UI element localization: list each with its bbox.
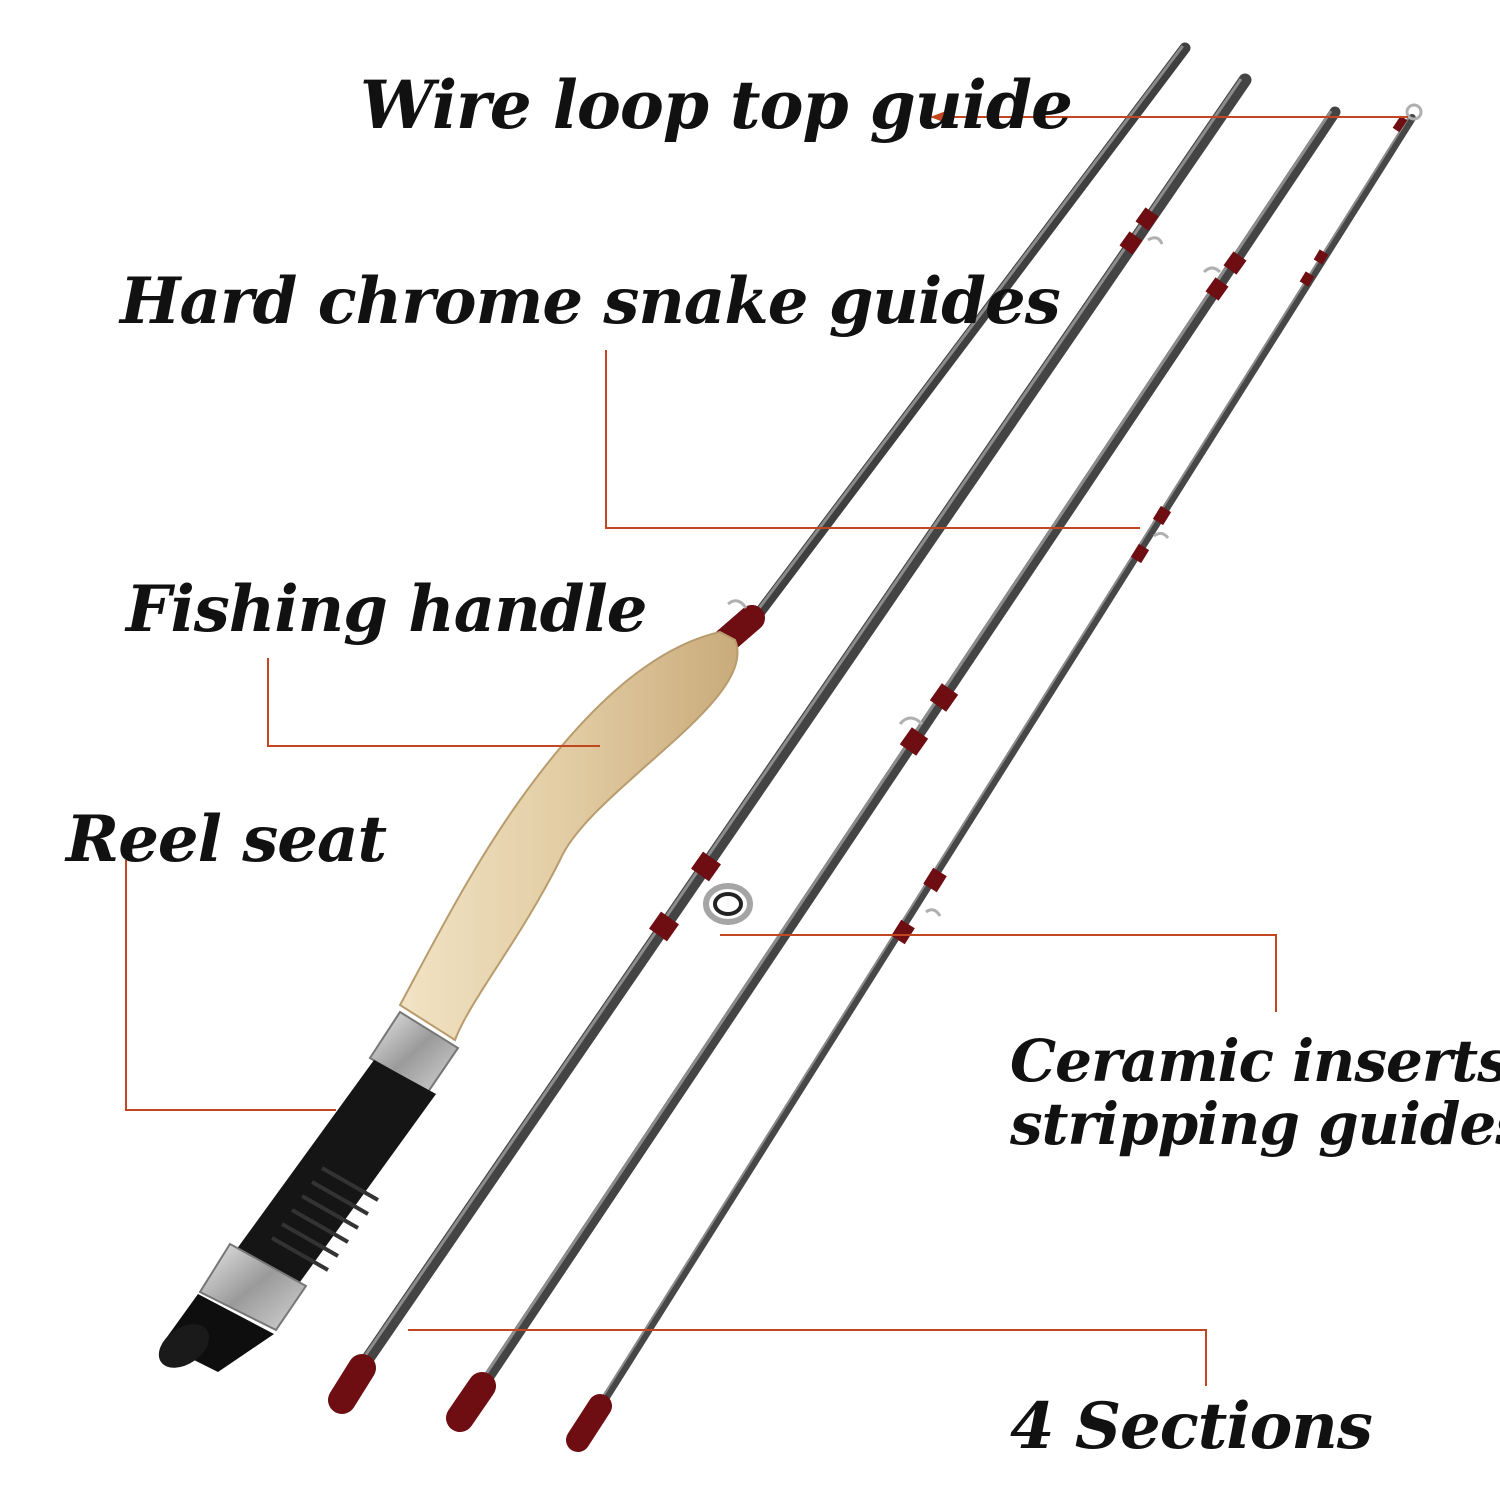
leader-lines — [125, 111, 1408, 1386]
hook-keeper-guide — [727, 599, 748, 609]
label-fishing-handle: Fishing handle — [126, 572, 647, 647]
leader-wire-loop — [930, 111, 1408, 123]
leader-stripping-guides — [720, 934, 1277, 1012]
reel-seat-threads — [271, 1166, 379, 1272]
rod-section-1 — [158, 42, 1191, 1372]
label-ceramic-line-2: stripping guides — [1010, 1089, 1500, 1158]
label-4-sections: 4 Sections — [1010, 1389, 1373, 1464]
label-ceramic-line-1: Ceramic inserts — [1010, 1027, 1500, 1095]
stripping-guide — [703, 883, 753, 925]
rod-section-3 — [446, 106, 1341, 1432]
ferrule-wrap — [328, 1354, 376, 1414]
cork-handle — [398, 630, 739, 1042]
leader-handle — [267, 658, 600, 747]
rod-section-4 — [566, 103, 1423, 1452]
leader-reel-seat — [125, 860, 336, 1111]
leader-snake-guides — [605, 350, 1140, 529]
rod-section-2 — [328, 73, 1252, 1414]
label-ceramic-stripping-guides: Ceramic inserts stripping guides — [1010, 1030, 1500, 1155]
label-reel-seat: Reel seat — [66, 802, 387, 877]
reel-seat-lock-ring — [198, 1242, 308, 1332]
reel-seat — [236, 1060, 436, 1282]
leader-sections — [408, 1329, 1207, 1386]
label-hard-chrome-snake-guides: Hard chrome snake guides — [120, 264, 1061, 339]
label-wire-loop-top-guide: Wire loop top guide — [360, 66, 1073, 144]
wire-loop-top-guide — [1392, 103, 1423, 133]
